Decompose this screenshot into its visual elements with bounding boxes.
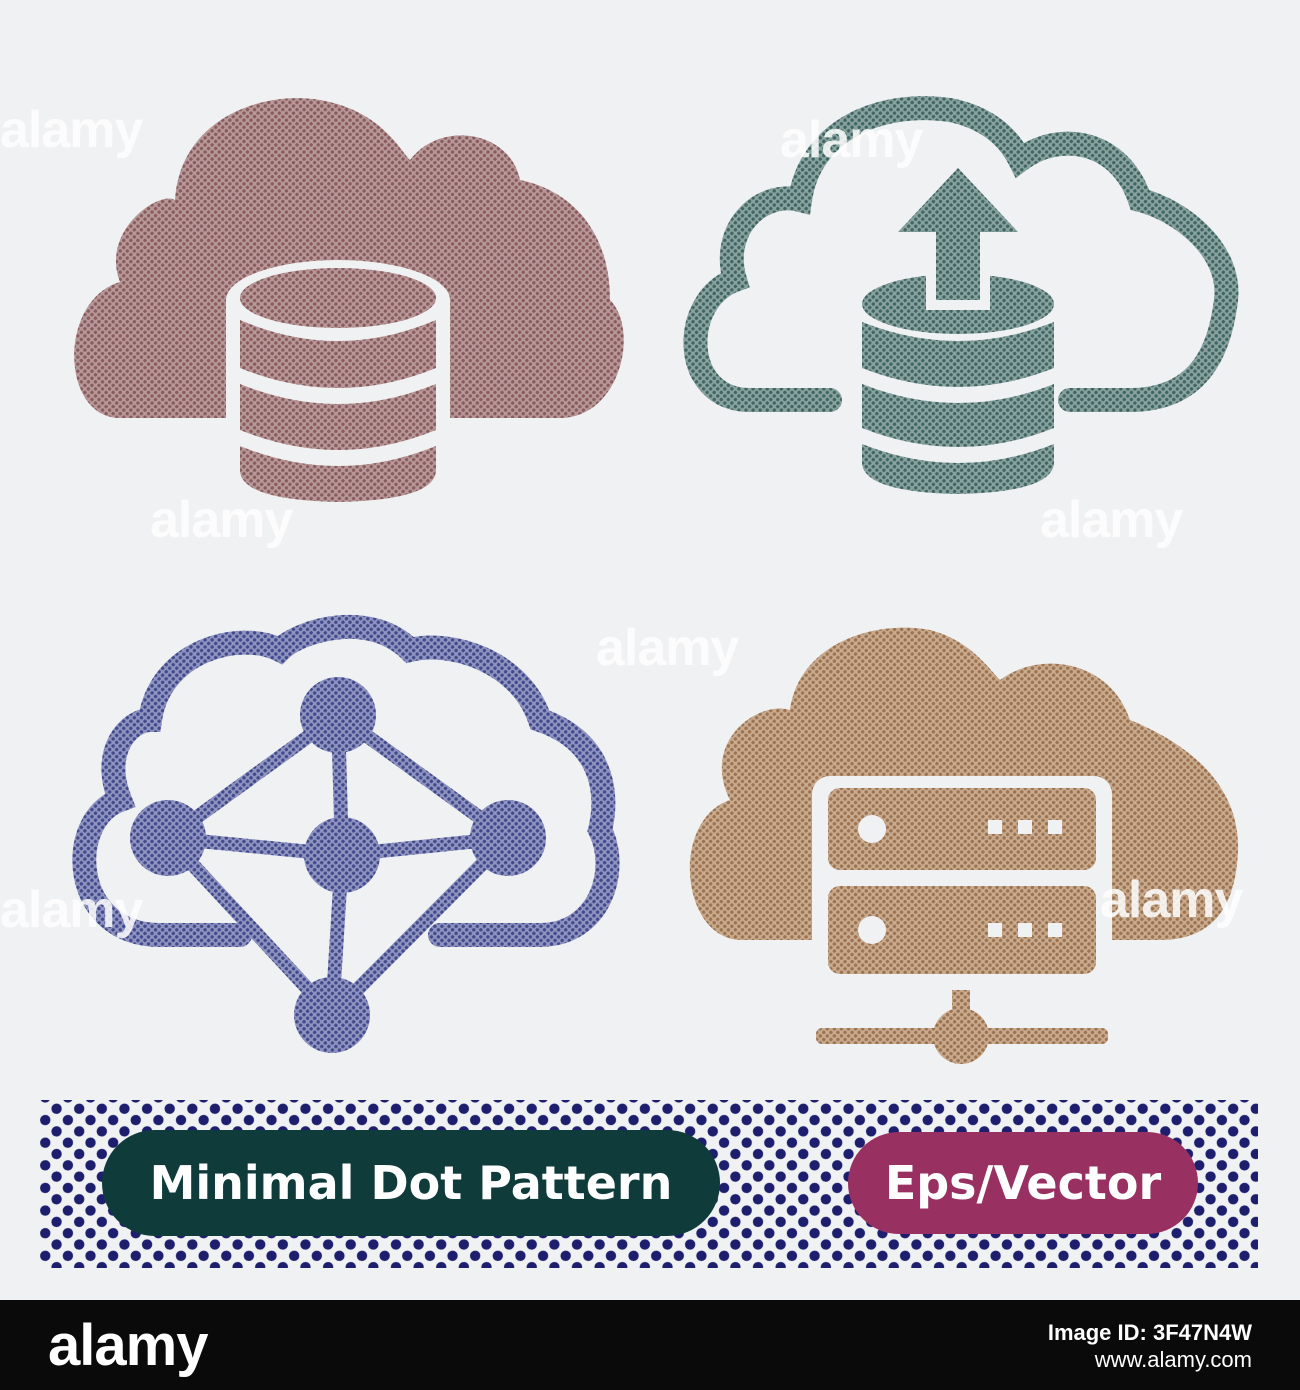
watermark-text: alamy xyxy=(150,491,293,549)
image-id: Image ID: 3F47N4W xyxy=(1047,1320,1252,1345)
image-canvas: alamy alamy alamy alamy alamy alamy alam… xyxy=(0,96,1258,1268)
watermark-text: alamy xyxy=(1100,871,1243,929)
title-pill: Minimal Dot Pattern xyxy=(102,1130,720,1236)
format-pill: Eps/Vector xyxy=(848,1132,1198,1234)
watermark-text: alamy xyxy=(1040,491,1183,549)
watermark-text: alamy xyxy=(0,881,143,939)
watermark-text: alamy xyxy=(780,111,923,169)
footer-bar: alamy Image ID: 3F47N4W www.alamy.com xyxy=(0,1300,1300,1390)
cloud-server-icon xyxy=(689,627,1239,1064)
footer-info: Image ID: 3F47N4W www.alamy.com xyxy=(1048,1320,1252,1374)
format-label: Eps/Vector xyxy=(884,1156,1162,1210)
watermark-text: alamy xyxy=(596,619,739,677)
cloud-database-icon xyxy=(74,98,624,540)
watermark-text: alamy xyxy=(0,101,143,159)
cloud-upload-database-icon xyxy=(683,96,1239,494)
cloud-network-icon xyxy=(72,615,620,1053)
title-label: Minimal Dot Pattern xyxy=(149,1156,673,1210)
footer-url[interactable]: www.alamy.com xyxy=(1094,1347,1252,1372)
footer-logo[interactable]: alamy xyxy=(48,1313,208,1378)
